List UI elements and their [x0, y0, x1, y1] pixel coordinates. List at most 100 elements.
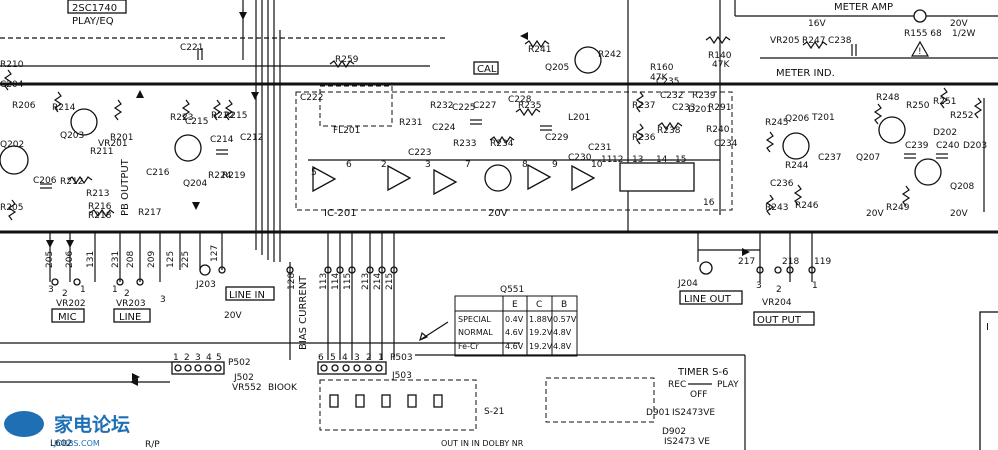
svg-text:1: 1 — [80, 285, 86, 295]
j204-label: J204 — [677, 279, 698, 289]
svg-text:6: 6 — [318, 353, 324, 363]
svg-text:R234: R234 — [490, 139, 514, 149]
svg-text:R206: R206 — [12, 101, 36, 111]
svg-text:R259: R259 — [335, 55, 359, 65]
transistor-q207 — [878, 116, 906, 144]
svg-text:C236: C236 — [770, 179, 794, 189]
svg-text:114: 114 — [331, 273, 341, 290]
svg-text:VR205: VR205 — [770, 36, 800, 46]
rec-label: REC — [668, 380, 686, 390]
svg-text:R244: R244 — [785, 161, 809, 171]
svg-text:C233: C233 — [672, 103, 695, 113]
meter-amp-label: METER AMP — [834, 2, 893, 13]
svg-text:D201: D201 — [688, 105, 712, 115]
table-pointer-arrow — [419, 321, 449, 341]
output-label: OUT PUT — [757, 315, 802, 326]
ic201-outline — [295, 91, 733, 211]
timer-off-label: OFF — [690, 390, 707, 400]
svg-text:4.6V: 4.6V — [505, 342, 524, 351]
svg-text:0.4V: 0.4V — [505, 315, 524, 324]
vr552-label: VR552 — [232, 383, 262, 393]
svg-text:R217: R217 — [138, 208, 161, 218]
svg-text:1: 1 — [173, 353, 179, 363]
svg-text:47K: 47K — [650, 73, 668, 83]
vertical-bus-bundle — [242, 0, 721, 262]
q202-label: Q202 — [0, 140, 24, 150]
svg-text:C235: C235 — [656, 77, 679, 87]
right-pin-labels: 217 218 119 — [738, 257, 831, 267]
svg-text:3: 3 — [425, 160, 431, 170]
svg-text:11: 11 — [601, 155, 612, 165]
svg-text:C239: C239 — [905, 141, 929, 151]
svg-text:R242: R242 — [598, 50, 621, 60]
svg-text:231: 231 — [111, 251, 121, 268]
svg-text:Fe-Cr: Fe-Cr — [458, 342, 480, 351]
svg-text:4.8V: 4.8V — [553, 342, 572, 351]
watermark-text: 家电论坛 — [54, 413, 130, 436]
q205-label: Q205 — [545, 63, 569, 73]
svg-text:R243: R243 — [765, 203, 788, 213]
svg-text:4: 4 — [342, 353, 348, 363]
svg-text:128: 128 — [287, 273, 297, 290]
meter-20v-label: 20V — [950, 19, 968, 29]
svg-text:R205: R205 — [0, 203, 23, 213]
svg-text:I: I — [986, 322, 989, 333]
q204-label: Q204 — [183, 179, 208, 189]
svg-text:3: 3 — [195, 353, 201, 363]
svg-text:C221: C221 — [180, 43, 203, 53]
svg-text:C: C — [536, 300, 542, 310]
svg-text:R218: R218 — [88, 211, 112, 221]
transistor-q204 — [174, 134, 202, 162]
svg-text:13: 13 — [632, 155, 643, 165]
svg-text:R247: R247 — [802, 36, 825, 46]
right-20v-label-a: 20V — [866, 209, 884, 219]
svg-text:C232: C232 — [660, 91, 683, 101]
svg-text:R235: R235 — [518, 101, 541, 111]
svg-text:5: 5 — [216, 353, 222, 363]
svg-text:1: 1 — [112, 285, 118, 295]
svg-text:SPECIAL: SPECIAL — [458, 315, 491, 324]
d901-label: D901 — [646, 408, 670, 418]
line-in-label: LINE IN — [229, 290, 265, 301]
svg-text:208: 208 — [126, 251, 136, 268]
svg-text:R215: R215 — [224, 111, 247, 121]
biook-label: BIOOK — [268, 383, 298, 393]
svg-text:4.8V: 4.8V — [553, 328, 572, 337]
svg-text:209: 209 — [147, 251, 157, 268]
svg-text:14: 14 — [656, 155, 668, 165]
svg-text:125: 125 — [166, 251, 176, 268]
fl201-block — [319, 85, 393, 127]
output-box — [753, 311, 815, 326]
svg-text:R241: R241 — [528, 45, 551, 55]
svg-text:R233: R233 — [453, 139, 476, 149]
cal-label: CAL — [477, 64, 497, 75]
line-out-label: LINE OUT — [684, 294, 732, 305]
q551-title: Q551 — [500, 285, 524, 295]
forum-watermark: 家电论坛 JDBBS.COM — [4, 411, 130, 448]
svg-text:1: 1 — [378, 353, 384, 363]
svg-text:218: 218 — [782, 257, 799, 267]
is2473ve-label-1: IS2473VE — [672, 408, 715, 418]
svg-text:C237: C237 — [818, 153, 841, 163]
mic-label: MIC — [58, 312, 77, 323]
svg-text:R140: R140 — [708, 51, 732, 61]
vr202-label: VR202 — [56, 299, 86, 309]
svg-text:T201: T201 — [811, 113, 835, 123]
vr204-label: VR204 — [762, 298, 792, 308]
svg-text:R222: R222 — [211, 111, 234, 121]
ic-supply-label: 20V — [488, 208, 508, 219]
svg-text:1.88V: 1.88V — [529, 315, 553, 324]
svg-text:8: 8 — [522, 160, 528, 170]
svg-text:D203: D203 — [963, 141, 987, 151]
svg-text:C229: C229 — [545, 133, 569, 143]
switch-s21-outline — [319, 379, 477, 431]
svg-text:2: 2 — [124, 289, 130, 299]
resistor-symbols — [3, 35, 983, 221]
svg-text:NORMAL: NORMAL — [458, 328, 493, 337]
line-out-box — [679, 290, 743, 305]
fl201-label: FL201 — [333, 126, 360, 136]
svg-text:R211: R211 — [90, 147, 113, 157]
transistor-q202 — [0, 145, 29, 175]
bias-current-label: BIAS CURRENT — [298, 275, 309, 350]
transistor-q208 — [914, 158, 942, 186]
